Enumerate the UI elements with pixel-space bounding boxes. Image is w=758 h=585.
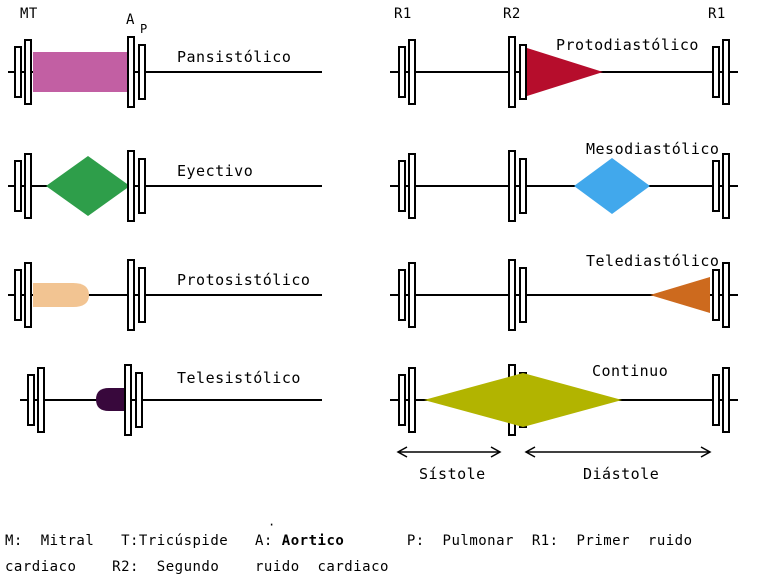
heart-sound-bar xyxy=(508,259,516,331)
phase-arrows xyxy=(396,446,712,458)
heart-sound-bar xyxy=(127,259,135,331)
ejection-murmur-shape xyxy=(46,156,130,216)
row-label: Pansistólico xyxy=(177,48,292,66)
heart-sound-bar xyxy=(398,46,406,98)
baseline xyxy=(390,185,738,187)
heart-sound-bar xyxy=(138,267,146,323)
protodiastolic-murmur-shape xyxy=(527,48,603,96)
row-label: Protosistólico xyxy=(177,271,311,289)
heart-sound-bar xyxy=(27,374,35,426)
heart-sound-bar xyxy=(138,44,146,100)
row-label: Continuo xyxy=(592,362,669,380)
telediastolic-murmur-shape xyxy=(650,277,710,313)
heart-sound-bar xyxy=(37,367,45,433)
heart-sound-bar xyxy=(722,153,730,219)
marker-mt: MT xyxy=(20,6,38,22)
heart-sound-bar xyxy=(722,262,730,328)
mesodiastolic-murmur-shape xyxy=(574,158,650,214)
heart-sound-bar xyxy=(508,150,516,222)
heart-sound-bar xyxy=(398,160,406,212)
heart-sound-bar xyxy=(408,153,416,219)
legend-line-2: cardiaco R2: Segundo ruido cardiaco xyxy=(5,559,389,575)
heart-sound-bar xyxy=(135,372,143,428)
heart-sound-bar xyxy=(14,160,22,212)
marker-r1-first: R1 xyxy=(394,6,412,22)
marker-r1-last: R1 xyxy=(708,6,726,22)
marker-pulmonar: P xyxy=(140,22,148,36)
legend-aortico-bold: Aortico xyxy=(281,533,345,549)
heart-sound-bar xyxy=(408,262,416,328)
row-label: Eyectivo xyxy=(177,162,254,180)
heart-sound-bar xyxy=(138,158,146,214)
baseline xyxy=(8,185,322,187)
continuous-murmur-shape xyxy=(424,373,622,427)
pansystolic-murmur-shape xyxy=(33,52,127,92)
legend-text: M: Mitral T:Tricúspide A: xyxy=(5,533,282,549)
heart-sound-bar xyxy=(127,150,135,222)
baseline xyxy=(8,294,322,296)
legend-line-1: M: Mitral T:Tricúspide A: Aortico P: Pul… xyxy=(5,533,693,549)
heart-sound-bar xyxy=(14,46,22,98)
legend-text: cardiaco R2: Segundo ruido cardiaco xyxy=(5,559,389,575)
heart-sound-bar xyxy=(712,374,720,426)
heart-sound-bar xyxy=(722,367,730,433)
baseline xyxy=(390,294,738,296)
row-label: Protodiastólico xyxy=(556,36,699,54)
heart-sound-bar xyxy=(14,269,22,321)
heart-sound-bar xyxy=(712,160,720,212)
heart-sound-bar xyxy=(519,267,527,323)
systole-label: Sístole xyxy=(419,465,486,483)
protosystolic-murmur-shape xyxy=(33,283,89,307)
baseline xyxy=(20,399,322,401)
heart-sound-bar xyxy=(519,158,527,214)
stray-accent-mark: · xyxy=(268,518,276,532)
heart-sound-bar xyxy=(508,36,516,108)
row-label: Mesodiastólico xyxy=(586,140,720,158)
row-label: Telediastólico xyxy=(586,252,720,270)
heart-sound-bar xyxy=(24,262,32,328)
heart-sound-bar xyxy=(398,374,406,426)
heart-sound-bar xyxy=(712,269,720,321)
row-label: Telesistólico xyxy=(177,369,301,387)
telesystolic-murmur-shape xyxy=(96,388,124,411)
heart-sound-bar xyxy=(408,39,416,105)
heart-sound-bar xyxy=(519,44,527,100)
heart-sound-bar xyxy=(712,46,720,98)
heart-sound-bar xyxy=(722,39,730,105)
heart-sound-bar xyxy=(408,367,416,433)
marker-aortic: A xyxy=(126,12,135,28)
heart-sound-bar xyxy=(24,153,32,219)
marker-r2: R2 xyxy=(503,6,521,22)
legend-text: P: Pulmonar R1: Primer ruido xyxy=(344,533,693,549)
diastole-label: Diástole xyxy=(583,465,660,483)
baseline xyxy=(8,71,322,73)
heart-sound-bar xyxy=(127,36,135,108)
heart-sound-bar xyxy=(398,269,406,321)
heart-sound-bar xyxy=(124,364,132,436)
heart-sound-bar xyxy=(24,39,32,105)
